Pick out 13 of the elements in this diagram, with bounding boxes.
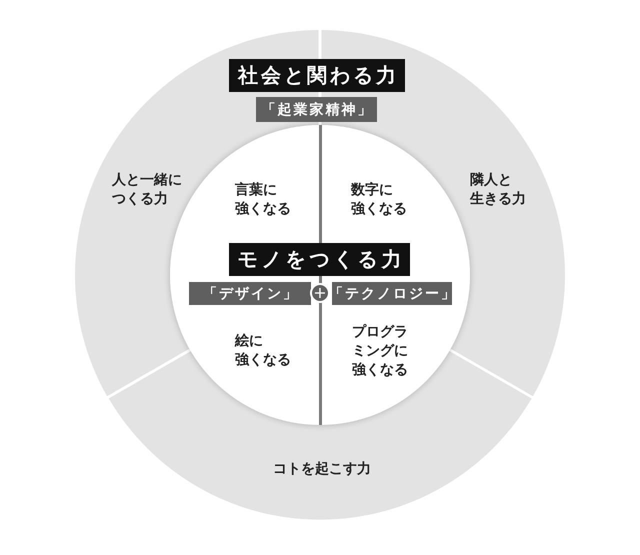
subtitle-banner: 「テクノロジー」 — [332, 282, 452, 305]
quadrant-label: 絵に強くなる — [235, 332, 291, 370]
segment-label: 人と一緒につくる力 — [112, 171, 182, 209]
segment-label: 隣人と生きる力 — [470, 171, 526, 209]
title-banner: 社会と関わる力 — [229, 59, 405, 92]
subtitle-banner: 「起業家精神」 — [256, 97, 377, 122]
subtitle-banner: 「デザイン」 — [189, 282, 311, 305]
segment-label: コトを起こす力 — [272, 460, 371, 479]
quadrant-label: 言葉に強くなる — [235, 181, 291, 219]
plus-sign: + — [310, 283, 330, 303]
title-banner: モノをつくる力 — [229, 243, 410, 276]
quadrant-label: 数字に強くなる — [351, 181, 407, 219]
quadrant-label: プログラミングに強くなる — [352, 323, 408, 380]
